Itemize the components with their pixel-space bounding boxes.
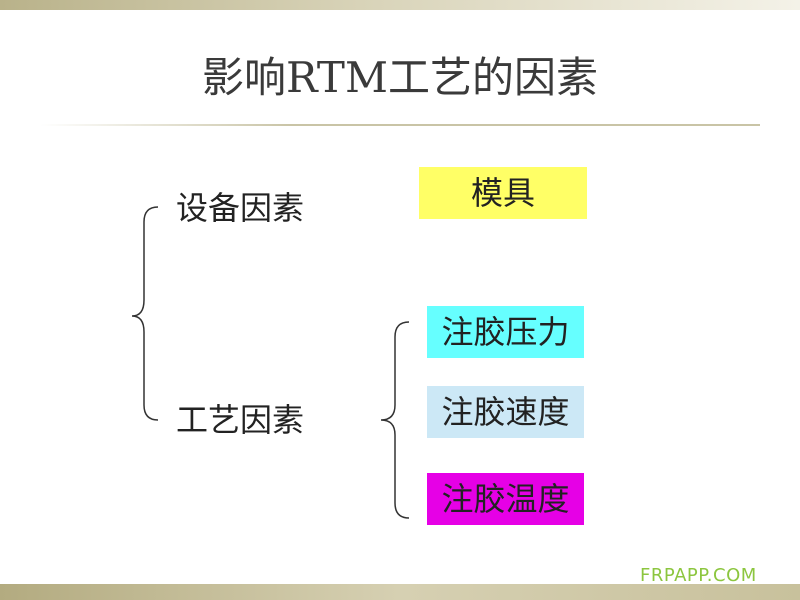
injection-pressure-box: 注胶压力 (427, 306, 584, 358)
title-divider (40, 124, 760, 126)
top-decor-bar (0, 0, 800, 10)
injection-temperature-box: 注胶温度 (427, 473, 584, 525)
inner-brace (380, 321, 410, 519)
bottom-decor-bar (0, 584, 800, 600)
process-factor-label: 工艺因素 (176, 401, 305, 439)
mold-box: 模具 (419, 167, 587, 219)
watermark-text: FRPAPP.COM (640, 565, 757, 586)
equipment-factor-label: 设备因素 (176, 189, 305, 227)
outer-brace (131, 206, 159, 421)
slide-title: 影响RTM工艺的因素 (202, 53, 598, 102)
injection-speed-box: 注胶速度 (427, 386, 584, 438)
